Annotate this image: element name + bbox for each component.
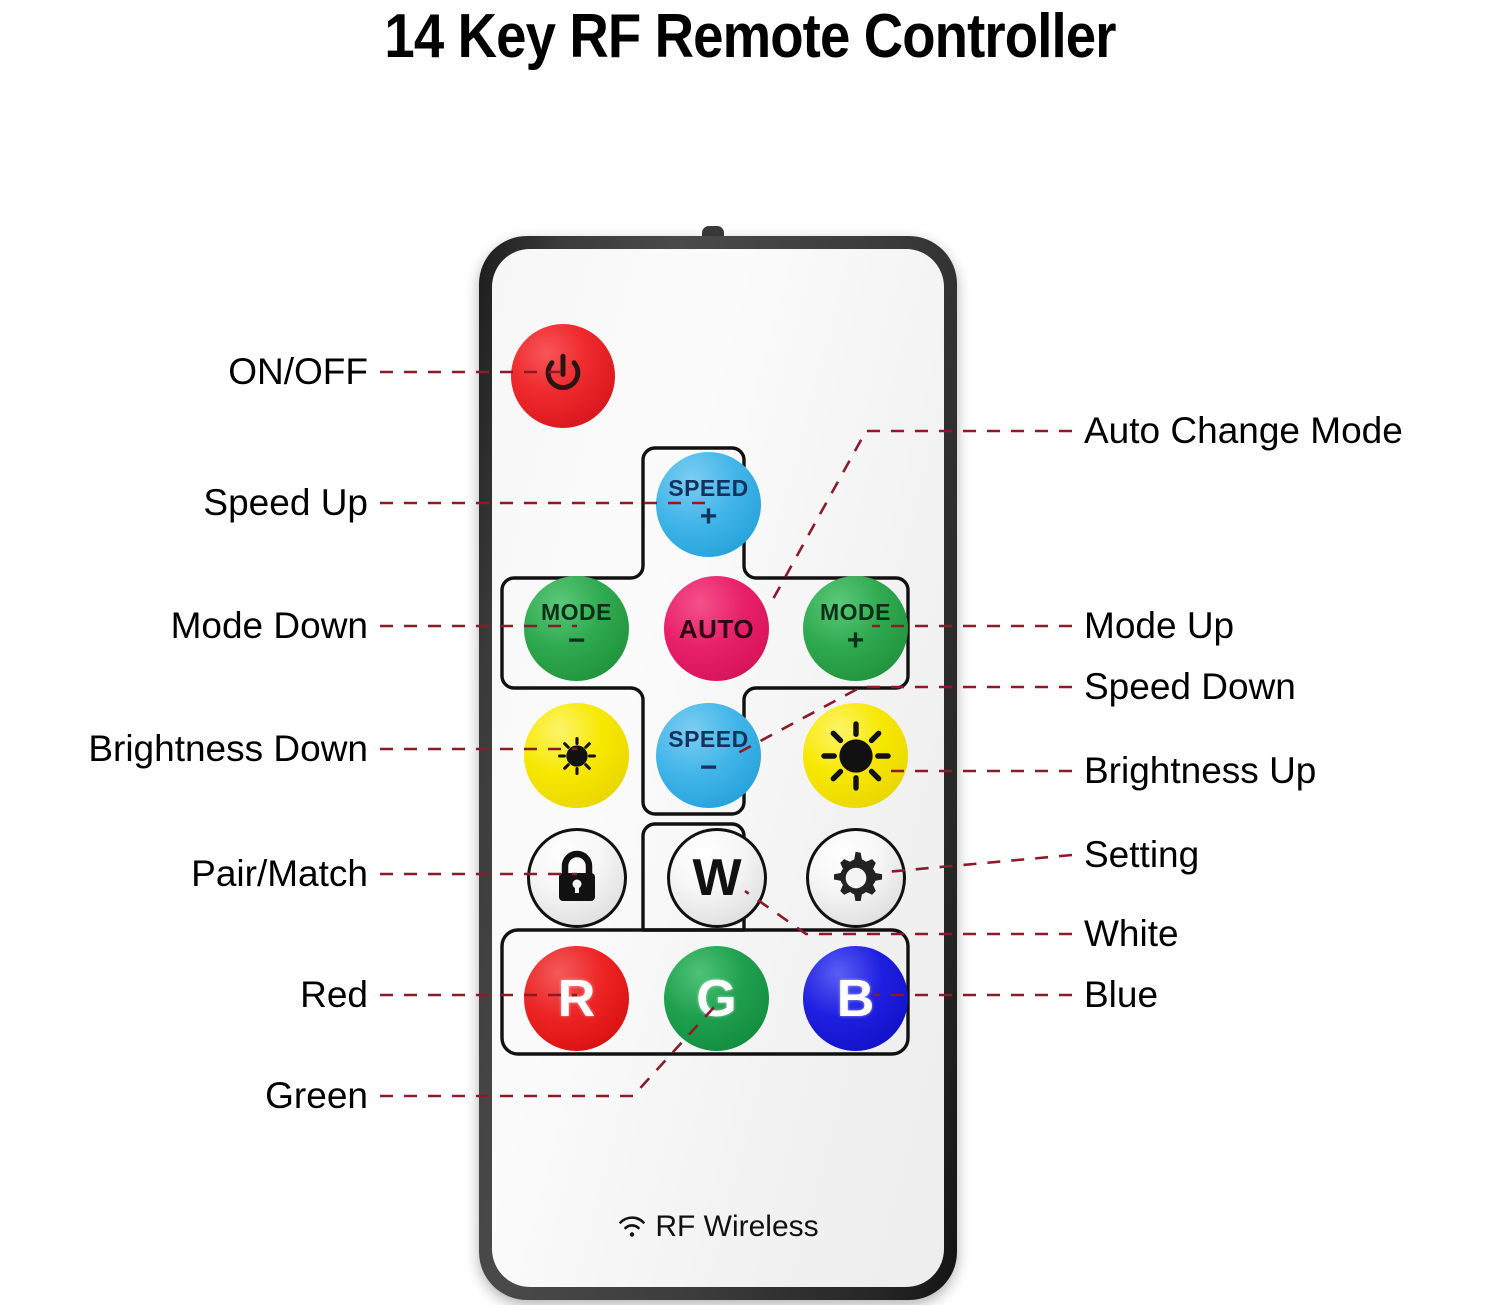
button-label: W bbox=[692, 849, 742, 907]
gear-icon bbox=[833, 851, 883, 901]
sun-large-icon bbox=[820, 720, 891, 791]
button-sign: − bbox=[567, 624, 586, 657]
callout-label-setting: Setting bbox=[1084, 834, 1200, 875]
callout-label-brightness-down: Brightness Down bbox=[88, 728, 368, 769]
button-speed-down[interactable]: SPEED − bbox=[656, 703, 761, 808]
rf-wireless-text: RF Wireless bbox=[655, 1210, 819, 1243]
button-label: MODE bbox=[820, 599, 891, 625]
callout-label-white: White bbox=[1084, 913, 1179, 954]
callout-label-speed-up: Speed Up bbox=[203, 482, 368, 523]
button-label: SPEED bbox=[668, 726, 749, 752]
power-icon bbox=[545, 353, 581, 390]
callout-label-speed-down: Speed Down bbox=[1084, 666, 1296, 707]
button-sign: + bbox=[699, 500, 718, 533]
button-speed-up[interactable]: SPEED + bbox=[656, 452, 761, 557]
wifi-signal-icon bbox=[619, 1216, 646, 1237]
callout-label-red: Red bbox=[300, 974, 368, 1015]
button-white[interactable]: W bbox=[667, 828, 767, 928]
callout-label-mode-up: Mode Up bbox=[1084, 605, 1235, 646]
callout-label-brightness-up: Brightness Up bbox=[1084, 750, 1317, 791]
rf-wireless-branding: RF Wireless bbox=[479, 1210, 957, 1244]
callout-label-mode-down: Mode Down bbox=[170, 605, 368, 646]
button-mode-up[interactable]: MODE + bbox=[803, 576, 908, 681]
page-title: 14 Key RF Remote Controller bbox=[384, 2, 1116, 71]
callout-label-auto-change-mode: Auto Change Mode bbox=[1084, 410, 1403, 451]
button-label: MODE bbox=[541, 599, 612, 625]
callout-label-blue: Blue bbox=[1084, 974, 1159, 1015]
button-brightness-down[interactable] bbox=[524, 703, 629, 808]
button-sign: − bbox=[699, 751, 718, 784]
button-green[interactable]: G bbox=[664, 946, 769, 1051]
button-sign: + bbox=[846, 624, 865, 657]
sun-small-icon bbox=[557, 736, 596, 775]
button-auto[interactable]: AUTO bbox=[664, 576, 769, 681]
callout-label-green: Green bbox=[265, 1075, 368, 1116]
button-red[interactable]: R bbox=[524, 946, 629, 1051]
button-label: B bbox=[836, 969, 875, 1028]
button-label: AUTO bbox=[678, 613, 755, 644]
button-brightness-up[interactable] bbox=[803, 703, 908, 808]
button-power[interactable] bbox=[511, 324, 615, 428]
button-blue[interactable]: B bbox=[803, 946, 908, 1051]
button-setting[interactable] bbox=[806, 828, 906, 928]
button-label: G bbox=[696, 969, 737, 1028]
lock-icon bbox=[559, 850, 595, 901]
button-label: R bbox=[557, 969, 596, 1028]
button-mode-down[interactable]: MODE − bbox=[524, 576, 629, 681]
button-label: SPEED bbox=[668, 475, 749, 501]
callout-label-on-off: ON/OFF bbox=[228, 351, 368, 392]
callout-label-pair-match: Pair/Match bbox=[191, 853, 368, 894]
button-pair-match[interactable] bbox=[527, 828, 627, 928]
